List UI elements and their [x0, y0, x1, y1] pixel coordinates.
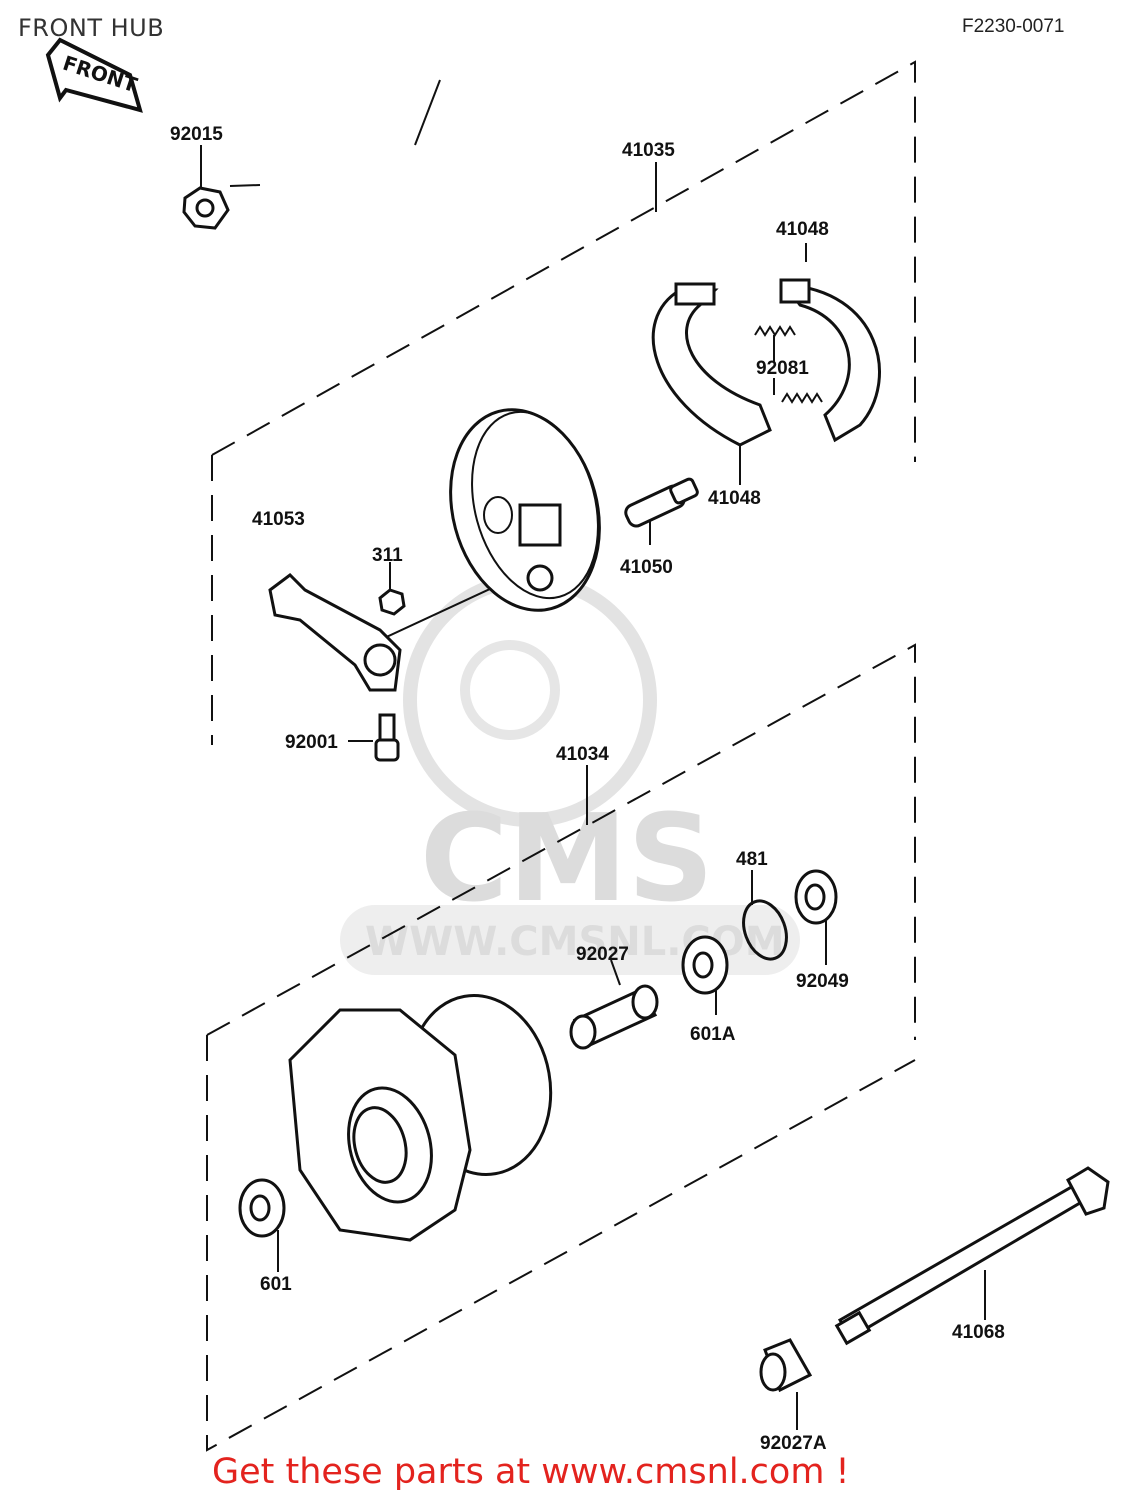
- part-label-481: 481: [736, 849, 768, 870]
- bearing-601: [238, 1178, 286, 1238]
- collar-92027A: [759, 1338, 813, 1393]
- part-label-601A: 601A: [690, 1024, 736, 1045]
- footer-link[interactable]: Get these parts at www.cmsnl.com !: [212, 1452, 850, 1492]
- part-label-311: 311: [372, 545, 403, 566]
- part-label-41053: 41053: [252, 509, 305, 530]
- hub-41034: [288, 994, 553, 1242]
- part-label-92027: 92027: [576, 944, 629, 965]
- watermark-brand: CMS: [420, 790, 714, 929]
- spacer-92027: [569, 984, 659, 1050]
- part-label-92027A: 92027A: [760, 1433, 827, 1454]
- part-label-41048-lower: 41048: [708, 488, 761, 509]
- watermark: CMS WWW.CMSNL.COM: [340, 573, 800, 975]
- part-label-92081: 92081: [756, 358, 809, 379]
- part-label-92049: 92049: [796, 971, 849, 992]
- front-marker: FRONT: [45, 37, 143, 113]
- springs-92081: [754, 325, 823, 404]
- part-label-41034: 41034: [556, 744, 609, 765]
- assembly-plane-outlines: [206, 60, 916, 1452]
- circlip-481: [742, 899, 788, 961]
- bearing-601A: [681, 935, 729, 995]
- axle-41068: [834, 1166, 1110, 1346]
- bolt-92001: [374, 713, 400, 762]
- cam-41050: [624, 477, 699, 528]
- part-label-92001: 92001: [285, 732, 338, 753]
- lever-41053: [268, 573, 402, 692]
- part-label-601: 601: [260, 1274, 292, 1295]
- part-label-41048-upper: 41048: [776, 219, 829, 240]
- oil-seal-92049: [794, 869, 838, 925]
- part-label-41068: 41068: [952, 1322, 1005, 1343]
- part-label-92015: 92015: [170, 124, 223, 145]
- part-labels: 92015 41035 41048 92081 41048 41053 311 …: [170, 124, 1005, 1454]
- page-title: FRONT HUB: [18, 14, 165, 42]
- nut-311: [378, 588, 406, 616]
- nut-92015: [182, 186, 230, 230]
- diagram-code: F2230-0071: [962, 16, 1065, 37]
- brake-shoes-41048: [651, 278, 881, 447]
- part-label-41035: 41035: [622, 140, 675, 161]
- brake-panel-41035: [449, 408, 601, 612]
- part-label-41050: 41050: [620, 557, 673, 578]
